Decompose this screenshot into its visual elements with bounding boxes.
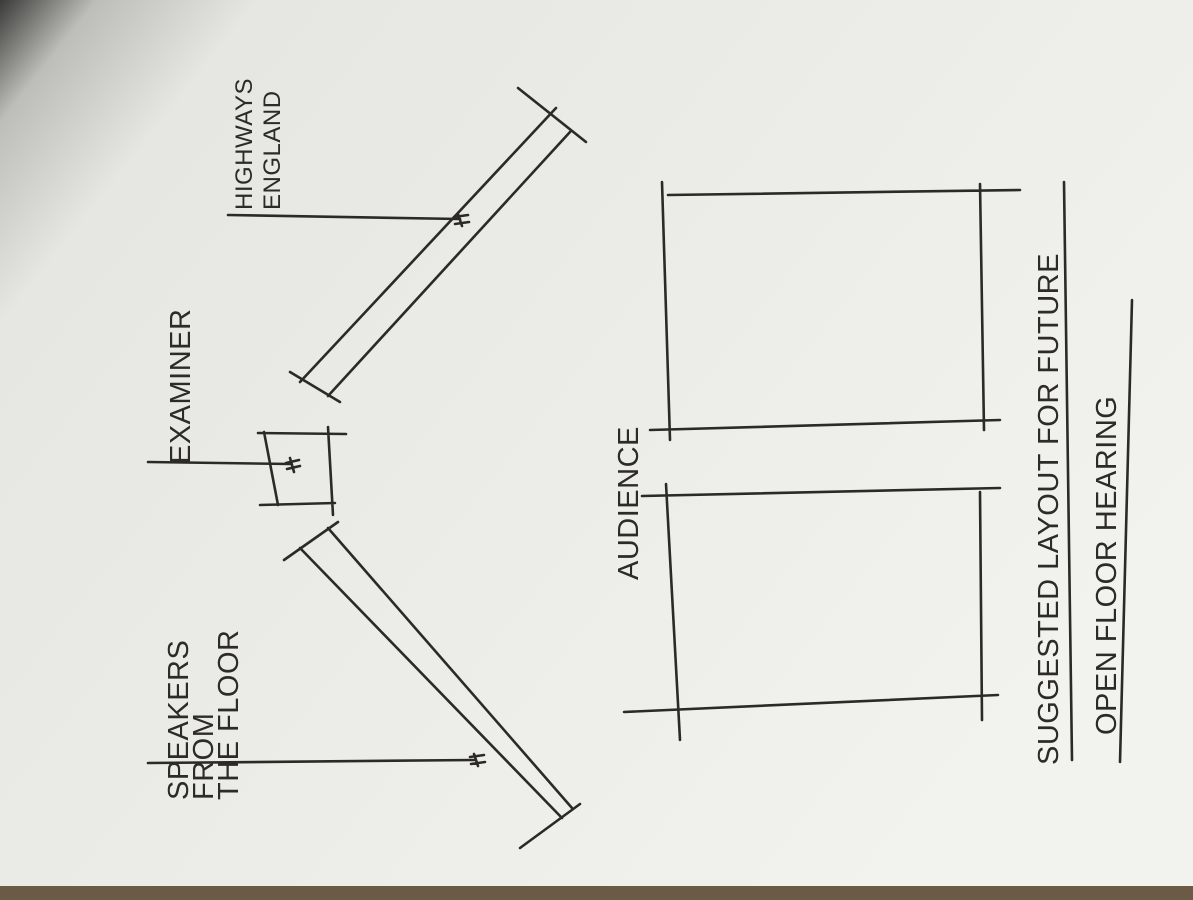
speakers-table — [282, 520, 582, 850]
audience-block-lower — [622, 482, 1002, 742]
speakers-leader-line — [146, 758, 476, 765]
caption-underline-2 — [1118, 298, 1134, 764]
highways-leader-line — [226, 213, 462, 221]
examiner-table — [256, 425, 348, 517]
caption-line-2: OPEN FLOOR HEARING — [1091, 396, 1123, 735]
audience-block-upper — [648, 180, 1022, 442]
speakers-label-line-3: THE FLOOR — [213, 630, 245, 800]
caption-underline-1 — [1062, 180, 1074, 762]
caption-line-1: SUGGESTED LAYOUT FOR FUTURE — [1033, 253, 1065, 765]
speakers-label-line-1: SPEAKERS — [163, 640, 195, 800]
examiner-label: EXAMINER — [165, 309, 197, 464]
highways-label-line-2: ENGLAND — [259, 90, 286, 210]
speakers-label-line-2: FROM — [188, 713, 220, 800]
table-edge — [0, 886, 1193, 900]
examiner-leader-line — [146, 460, 292, 466]
highways-label-line-1: HIGHWAYS — [231, 78, 258, 210]
audience-label: AUDIENCE — [613, 426, 645, 580]
